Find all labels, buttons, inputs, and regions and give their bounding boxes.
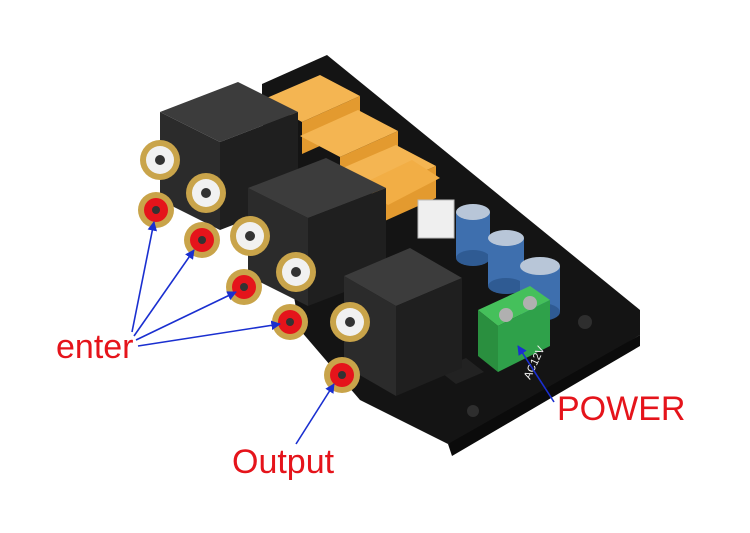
output-label: Output: [232, 443, 335, 481]
power-label: POWER: [557, 390, 686, 428]
rca-jack-red-output: [324, 357, 360, 393]
annotation-arrows: [131, 221, 555, 445]
rca-jack-white-2: [186, 173, 226, 213]
enter-label: enter: [56, 328, 134, 366]
ic-chip: [438, 358, 484, 384]
rca-jack-red-1: [138, 192, 174, 228]
rca-jack-red-3: [226, 269, 262, 305]
arrow-enter-1: [131, 221, 158, 333]
capacitor-2: [488, 230, 524, 294]
arrow-enter-2: [133, 249, 195, 337]
rca-jack-white-4: [276, 252, 316, 292]
arrow-enter-4: [137, 320, 281, 347]
header-connector: [417, 199, 455, 239]
rca-jack-red-2: [184, 222, 220, 258]
rca-jack-white-1: [140, 140, 180, 180]
rca-jack-white-3: [230, 216, 270, 256]
terminal-block: [478, 286, 550, 372]
arrow-enter-3: [135, 291, 237, 341]
capacitor-1: [456, 204, 490, 266]
rca-jack-white-output: [330, 302, 370, 342]
rca-jack-red-4: [272, 304, 308, 340]
arrow-power: [517, 345, 555, 403]
arrow-output: [295, 383, 335, 445]
